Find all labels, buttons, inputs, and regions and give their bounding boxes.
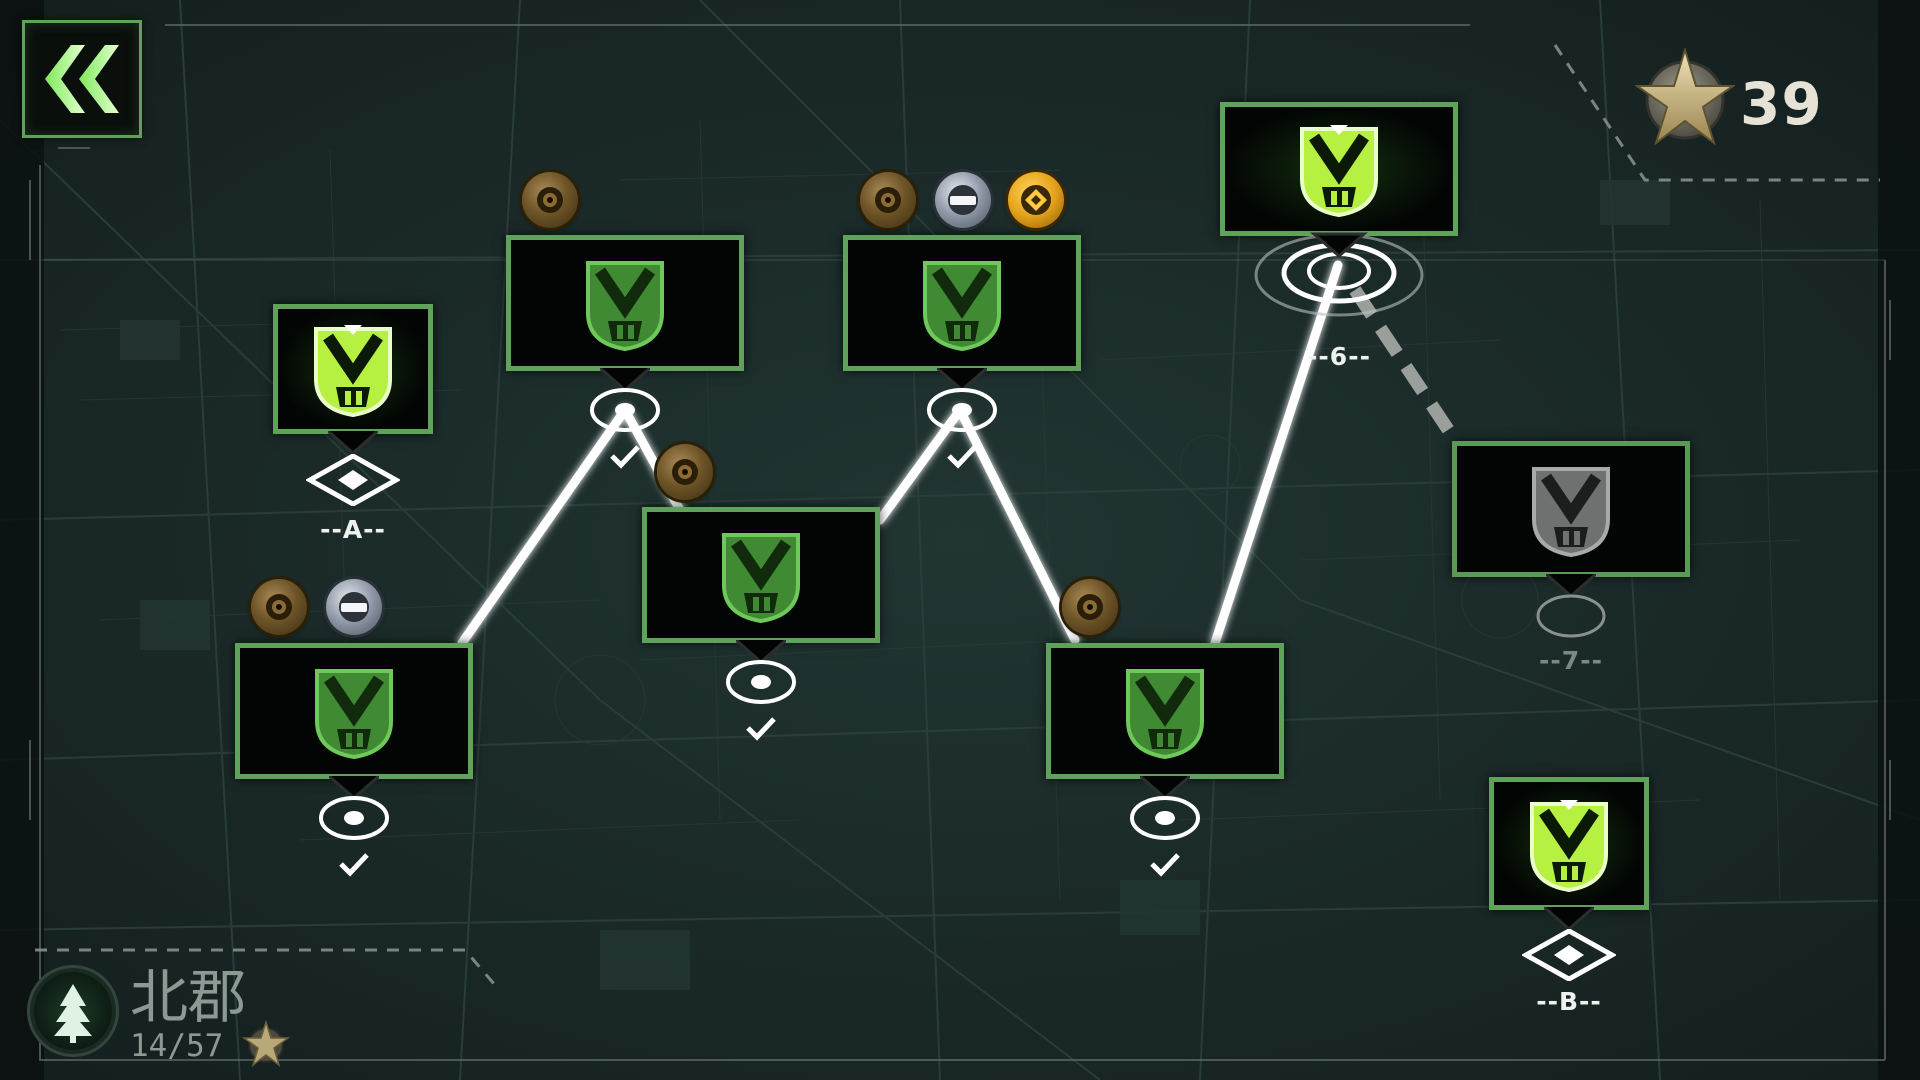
mission-node-1[interactable]: [235, 643, 473, 883]
bronze-medal-icon[interactable]: [522, 172, 578, 228]
double-chevron-left-icon: [45, 45, 119, 113]
mission-node-6[interactable]: --6--: [1220, 102, 1458, 382]
mission-node-7[interactable]: --7--: [1452, 441, 1690, 681]
mission-card[interactable]: [843, 235, 1081, 371]
mission-node-3[interactable]: [642, 507, 880, 747]
mission-card[interactable]: [273, 304, 433, 434]
path-5-6: [1210, 260, 1343, 648]
checkmark-icon: [1150, 853, 1180, 877]
skull-shield-emblem-icon: [314, 325, 392, 418]
region-info-panel: 北郡 14/57: [14, 950, 314, 1075]
card-pointer: [600, 368, 650, 390]
card-pointer: [329, 776, 379, 798]
mission-card[interactable]: [235, 643, 473, 779]
mission-label: --A--: [320, 515, 386, 544]
path-6-7-locked: [1349, 286, 1461, 444]
ring-marker-icon: [1130, 796, 1200, 840]
checkmark-icon: [746, 717, 776, 741]
star-icon: [242, 1020, 290, 1068]
star-total-counter: 39: [1635, 48, 1835, 148]
ring-marker-icon: [590, 388, 660, 432]
path-1-2: [457, 405, 630, 648]
mission-label: --7--: [1539, 646, 1603, 675]
diamond-marker-icon: [1522, 929, 1616, 981]
mission-label: --B--: [1536, 987, 1602, 1016]
mission-node-5[interactable]: [1046, 643, 1284, 883]
skull-shield-emblem-icon: [315, 669, 393, 760]
mission-card[interactable]: [1489, 777, 1649, 910]
mission-card[interactable]: [1046, 643, 1284, 779]
star-total-value: 39: [1740, 70, 1823, 138]
mission-node-4[interactable]: [843, 235, 1081, 475]
bronze-medal-icon[interactable]: [657, 444, 713, 500]
pine-tree-icon: [54, 984, 92, 1043]
checkmark-icon: [947, 445, 977, 469]
bronze-medal-icon[interactable]: [251, 579, 307, 635]
mission-node-b[interactable]: --B--: [1489, 777, 1649, 1027]
region-star-progress: 14/57: [130, 1028, 224, 1064]
path-4-5: [955, 405, 1080, 645]
skull-shield-emblem-icon: [1300, 125, 1378, 218]
mission-node-a[interactable]: --A--: [273, 304, 433, 554]
mission-card[interactable]: [1220, 102, 1458, 236]
skull-shield-emblem-icon: [1530, 800, 1608, 893]
ring-marker-icon: [726, 660, 796, 704]
bronze-medal-icon[interactable]: [860, 172, 916, 228]
checkmark-icon: [339, 853, 369, 877]
ring-marker-icon: [319, 796, 389, 840]
card-pointer: [736, 640, 786, 662]
mission-card[interactable]: [642, 507, 880, 643]
mission-label: --6--: [1307, 342, 1371, 371]
region-emblem: [34, 972, 112, 1050]
skull-shield-emblem-icon: [1532, 467, 1610, 558]
ring-marker-icon: [927, 388, 997, 432]
skull-shield-emblem-icon: [722, 533, 800, 624]
bronze-medal-icon[interactable]: [1062, 579, 1118, 635]
region-name: 北郡: [130, 963, 247, 1031]
skull-shield-emblem-icon: [1126, 669, 1204, 760]
skull-shield-emblem-icon: [923, 261, 1001, 352]
silver-medal-icon[interactable]: [326, 579, 382, 635]
card-pointer: [937, 368, 987, 390]
target-marker-icon: [1254, 232, 1424, 317]
silver-medal-icon[interactable]: [935, 172, 991, 228]
ring-marker-icon: [1536, 594, 1606, 638]
back-button[interactable]: [22, 20, 142, 138]
card-pointer: [328, 431, 378, 453]
diamond-marker-icon: [306, 454, 400, 506]
star-icon: [1635, 48, 1735, 146]
card-pointer: [1546, 574, 1596, 596]
card-pointer: [1140, 776, 1190, 798]
checkmark-icon: [610, 445, 640, 469]
skull-shield-emblem-icon: [586, 261, 664, 352]
mission-card[interactable]: [506, 235, 744, 371]
mission-card[interactable]: [1452, 441, 1690, 577]
card-pointer: [1544, 907, 1594, 929]
mission-node-2[interactable]: [506, 235, 744, 475]
gold-medal-icon[interactable]: [1008, 172, 1064, 228]
